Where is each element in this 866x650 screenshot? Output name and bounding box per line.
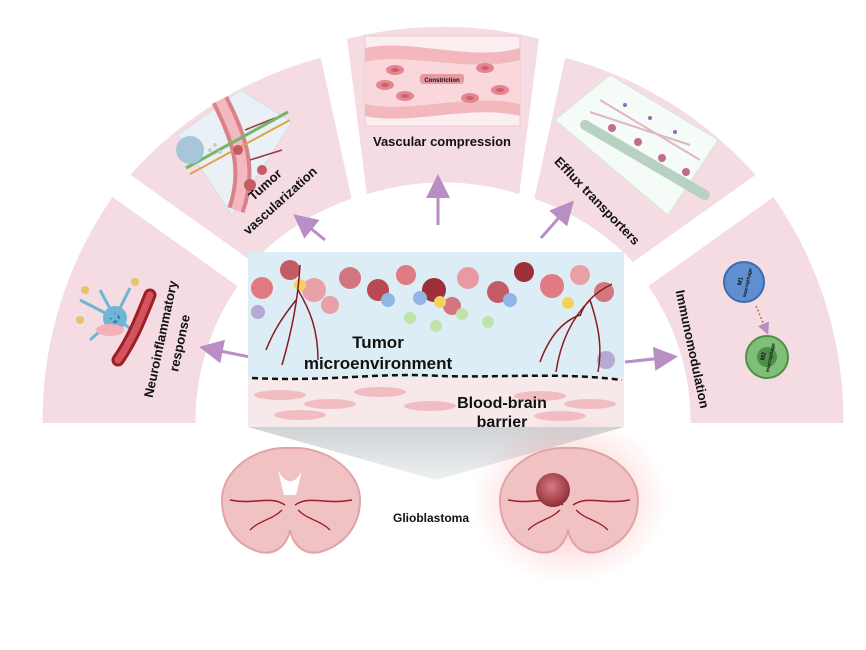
arrow-efflux: [539, 200, 574, 239]
healthy-brain: [220, 446, 362, 554]
arrow-vascularization: [293, 214, 326, 242]
bbb-label-line1: Blood-brain: [457, 395, 547, 412]
constriction-label: Constriction: [424, 78, 460, 84]
barrier-dashed-line: [251, 373, 623, 382]
arrow-immunomodulation: [624, 346, 678, 371]
bbb-label-line2: barrier: [477, 414, 528, 431]
tumor-vascularization-image: [176, 89, 293, 216]
tme-label-line2: microenvironment: [304, 354, 453, 373]
immunomodulation-image: M1 macrophage M2 macrophage: [723, 261, 789, 379]
center-box: Tumor microenvironment Blood-brain barri…: [248, 252, 624, 431]
tme-label-line1: Tumor: [352, 333, 404, 352]
compression-label: Vascular compression: [373, 134, 511, 149]
neuroinflammatory-image: [76, 278, 157, 367]
m2-label-line1: M2: [760, 351, 768, 361]
arrow-neuroinflammatory: [199, 339, 251, 364]
tumor-mass: [536, 473, 570, 507]
vessels: [265, 264, 613, 373]
efflux-transporters-image: [554, 74, 719, 216]
arrows: [199, 174, 678, 371]
tumor-cells: [251, 260, 615, 369]
glioblastoma-label: Glioblastoma: [393, 511, 469, 525]
m1-label-line1: M1: [737, 276, 745, 286]
glioblastoma-brain: [470, 415, 670, 585]
arc-segment-immunomodulation: [645, 194, 846, 425]
vascular-compression-image: Constriction: [364, 35, 521, 127]
